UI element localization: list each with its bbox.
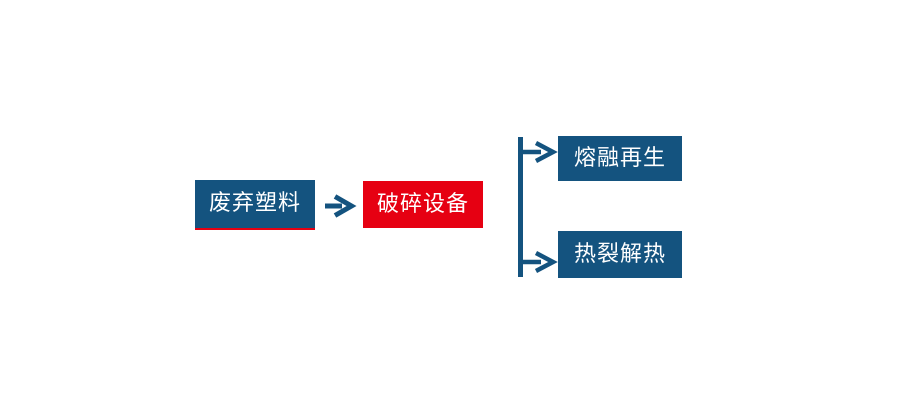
branch-arrow-top-icon (521, 141, 558, 163)
arrow-right-icon (325, 194, 357, 218)
node-melt-regeneration: 熔融再生 (558, 136, 682, 181)
node-label: 熔融再生 (573, 145, 666, 171)
node-label: 破碎设备 (376, 191, 469, 217)
node-label: 废弃塑料 (208, 191, 301, 216)
node-label: 热裂解热 (573, 241, 666, 267)
node-pyrolysis-heat: 热裂解热 (558, 231, 682, 278)
branch-arrow-bottom-icon (521, 251, 558, 273)
node-waste-plastic: 废弃塑料 (195, 180, 315, 230)
node-crushing-equipment: 破碎设备 (363, 181, 483, 228)
